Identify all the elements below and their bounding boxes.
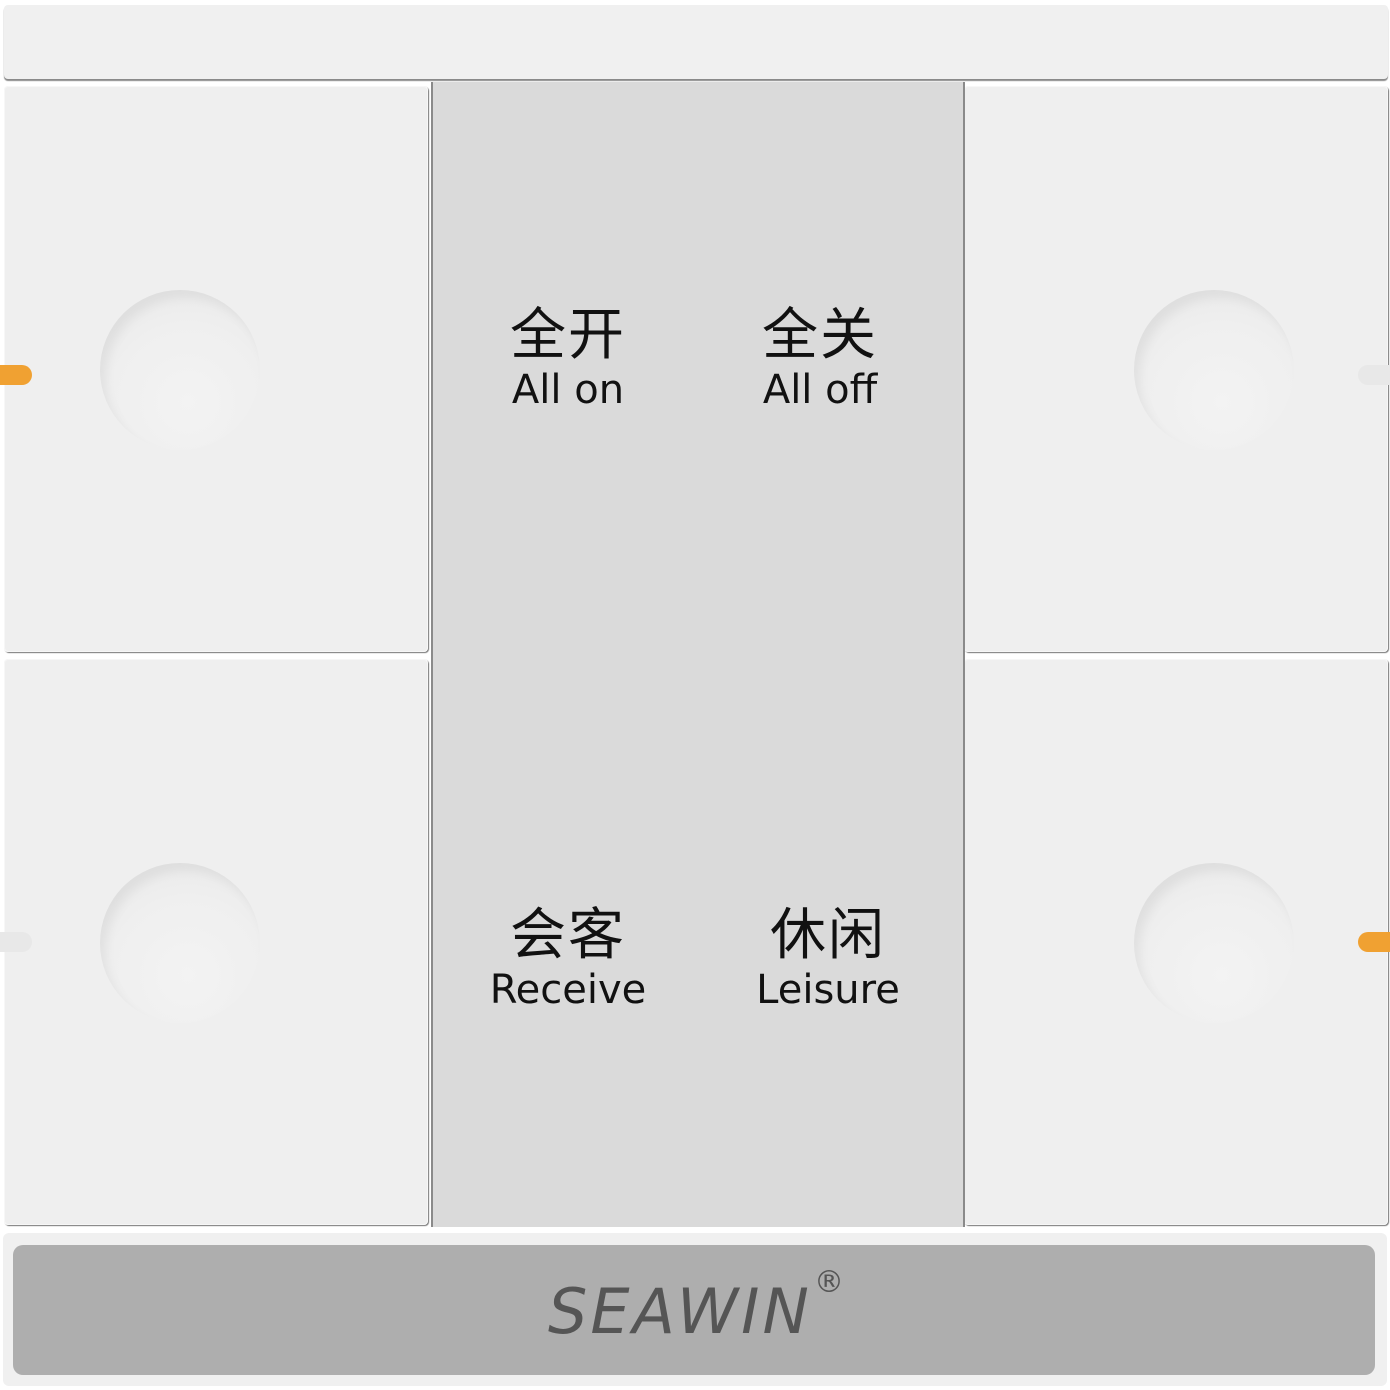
led-indicator-top-left xyxy=(0,365,32,385)
finger-dimple-icon xyxy=(100,290,260,450)
key-top-right-all-off[interactable] xyxy=(964,86,1388,652)
label-leisure-en: Leisure xyxy=(756,967,900,1013)
key-top-left-all-on[interactable] xyxy=(4,86,428,652)
label-receive-en: Receive xyxy=(489,967,647,1013)
top-frame-strip xyxy=(4,5,1388,79)
finger-dimple-icon xyxy=(100,863,260,1023)
led-indicator-top-right xyxy=(1358,365,1390,385)
label-all-on-en: All on xyxy=(511,367,625,413)
brand-nameplate: SEAWIN ® xyxy=(13,1245,1375,1375)
bottom-frame: SEAWIN ® xyxy=(3,1233,1387,1386)
led-indicator-bottom-right xyxy=(1358,932,1390,952)
label-receive: 会客 Receive xyxy=(473,903,663,1013)
label-all-off: 全关 All off xyxy=(745,303,895,413)
label-all-off-cn: 全关 xyxy=(762,303,878,368)
label-leisure-cn: 休闲 xyxy=(770,903,886,968)
registered-trademark-icon: ® xyxy=(814,1265,844,1300)
led-indicator-bottom-left xyxy=(0,932,32,952)
label-panel: 全开 All on 全关 All off 会客 Receive 休闲 Leisu… xyxy=(431,82,965,1227)
key-bottom-left-receive[interactable] xyxy=(4,659,428,1225)
label-all-on: 全开 All on xyxy=(493,303,643,413)
finger-dimple-icon xyxy=(1134,863,1294,1023)
brand-logo: SEAWIN xyxy=(548,1275,812,1348)
label-all-off-en: All off xyxy=(762,367,878,413)
key-bottom-right-leisure[interactable] xyxy=(964,659,1388,1225)
label-all-on-cn: 全开 xyxy=(510,303,626,368)
finger-dimple-icon xyxy=(1134,290,1294,450)
label-receive-cn: 会客 xyxy=(510,903,626,968)
label-leisure: 休闲 Leisure xyxy=(733,903,923,1013)
